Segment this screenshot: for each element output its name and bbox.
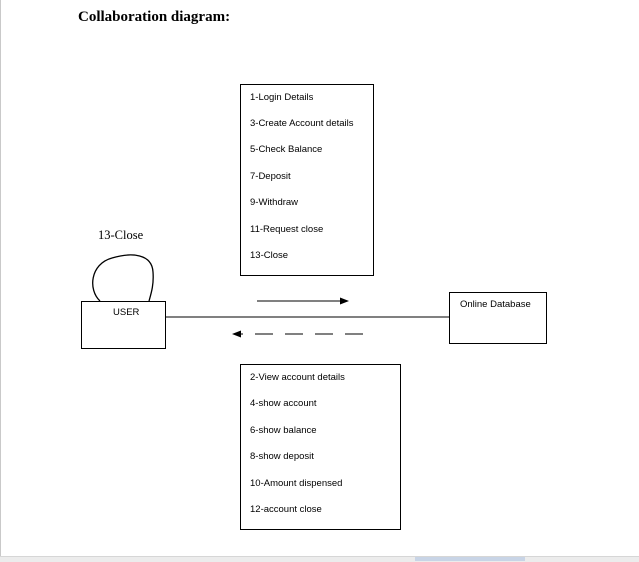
database-object-label: Online Database: [460, 299, 531, 310]
status-bar: [0, 556, 639, 562]
diagram-title: Collaboration diagram:: [78, 9, 231, 25]
response-message: 10-Amount dispensed: [250, 478, 343, 489]
user-object-label: USER: [113, 307, 140, 318]
self-message-label: 13-Close: [98, 228, 144, 242]
response-arrowhead: [232, 330, 241, 338]
self-loop-arrow: [92, 254, 154, 302]
request-messages-box: 1-Login Details 3-Create Account details…: [240, 84, 374, 276]
database-object: Online Database: [449, 292, 547, 344]
response-messages-box: 2-View account details 4-show account 6-…: [240, 364, 401, 530]
request-arrowhead: [340, 297, 349, 305]
response-message: 4-show account: [250, 398, 317, 409]
status-bar-accent: [415, 557, 525, 561]
page-left-edge: [0, 0, 1, 561]
request-message: 5-Check Balance: [250, 144, 323, 155]
request-message: 13-Close: [250, 250, 289, 261]
response-message: 2-View account details: [250, 372, 345, 383]
request-message: 11-Request close: [250, 224, 324, 235]
request-message: 3-Create Account details: [250, 118, 354, 129]
request-message: 7-Deposit: [250, 171, 291, 182]
response-message: 6-show balance: [250, 425, 317, 436]
request-message: 1-Login Details: [250, 92, 314, 103]
user-object: USER: [81, 301, 166, 349]
response-message: 12-account close: [250, 504, 322, 515]
request-message: 9-Withdraw: [250, 197, 299, 208]
response-message: 8-show deposit: [250, 451, 314, 462]
